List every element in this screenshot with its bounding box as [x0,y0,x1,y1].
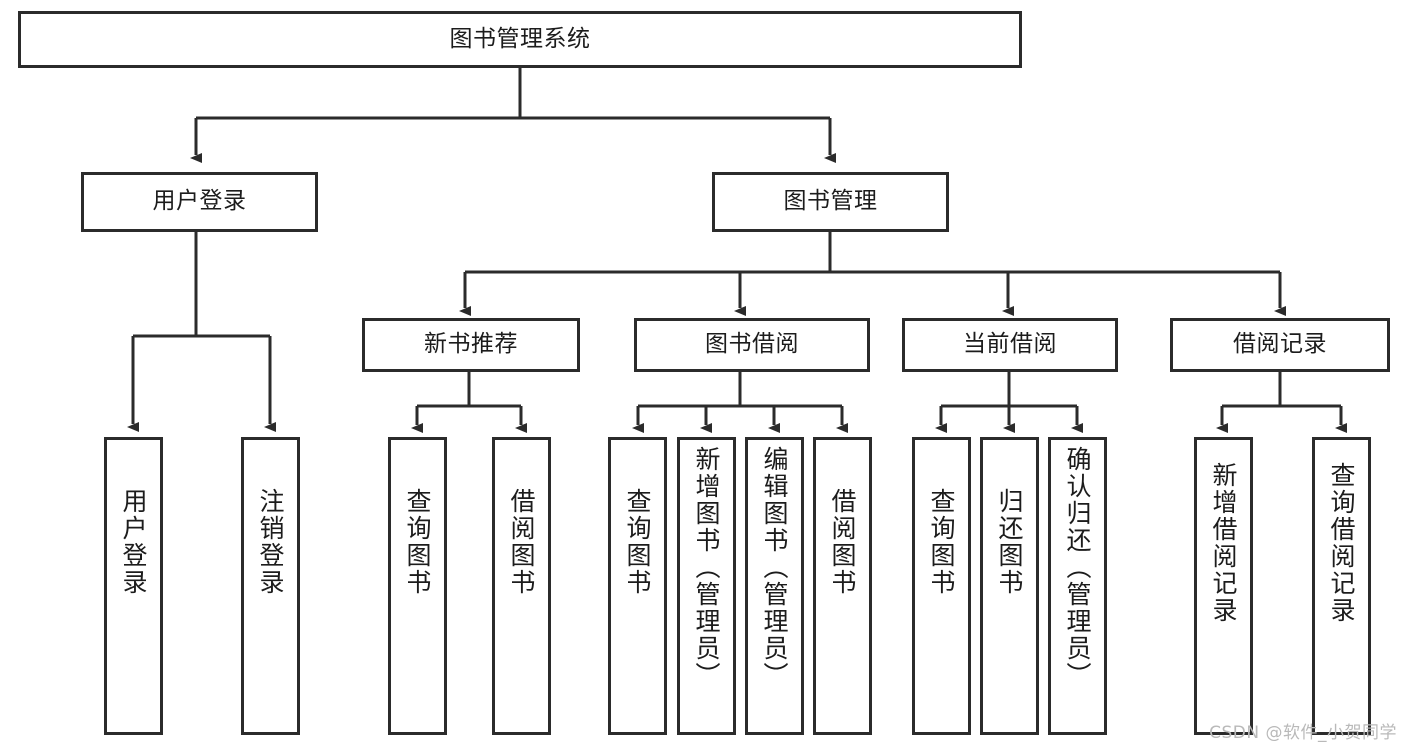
node-leaf-return-book-label: 归还图书 [995,488,1024,596]
node-leaf-query-book-2-label: 查询图书 [623,488,652,596]
node-book-management-label: 图书管理 [783,188,878,215]
node-leaf-query-book-3-label: 查询图书 [927,488,956,596]
node-new-book-recommend-label: 新书推荐 [424,331,518,358]
node-user-login[interactable]: 用户登录 [81,172,318,232]
node-borrow-record[interactable]: 借阅记录 [1170,318,1390,372]
node-leaf-query-book-1-label: 查询图书 [403,488,432,596]
node-root-label: 图书管理系统 [449,25,591,52]
node-leaf-confirm-return[interactable]: 确认归还（管理员） [1048,437,1107,735]
node-leaf-add-borrow-record[interactable]: 新增借阅记录 [1194,437,1253,735]
node-leaf-query-borrow-record[interactable]: 查询借阅记录 [1312,437,1371,735]
node-leaf-return-book[interactable]: 归还图书 [980,437,1039,735]
node-book-borrow[interactable]: 图书借阅 [634,318,870,372]
node-leaf-logout[interactable]: 注销登录 [241,437,300,735]
node-current-borrow[interactable]: 当前借阅 [902,318,1118,372]
node-leaf-query-borrow-record-label: 查询借阅记录 [1327,462,1356,624]
node-root[interactable]: 图书管理系统 [18,11,1022,68]
node-user-login-label: 用户登录 [152,188,247,215]
node-leaf-query-book-3[interactable]: 查询图书 [912,437,971,735]
watermark: CSDN @软件_小贺同学 [1209,723,1397,743]
node-borrow-record-label: 借阅记录 [1233,331,1327,358]
node-leaf-borrow-book-2[interactable]: 借阅图书 [813,437,872,735]
node-leaf-logout-label: 注销登录 [256,488,285,596]
node-book-borrow-label: 图书借阅 [705,331,799,358]
node-current-borrow-label: 当前借阅 [963,331,1057,358]
node-leaf-query-book-2[interactable]: 查询图书 [608,437,667,735]
node-leaf-edit-book-label: 编辑图书（管理员） [760,446,789,689]
node-book-management[interactable]: 图书管理 [712,172,949,232]
node-leaf-confirm-return-label: 确认归还（管理员） [1063,446,1092,689]
node-leaf-borrow-book-2-label: 借阅图书 [828,488,857,596]
node-leaf-add-borrow-record-label: 新增借阅记录 [1209,462,1238,624]
node-leaf-user-login[interactable]: 用户登录 [104,437,163,735]
node-new-book-recommend[interactable]: 新书推荐 [362,318,580,372]
node-leaf-add-book-label: 新增图书（管理员） [692,446,721,689]
node-leaf-user-login-label: 用户登录 [119,488,148,596]
node-leaf-borrow-book-1-label: 借阅图书 [507,488,536,596]
node-leaf-add-book[interactable]: 新增图书（管理员） [677,437,736,735]
node-leaf-query-book-1[interactable]: 查询图书 [388,437,447,735]
node-leaf-borrow-book-1[interactable]: 借阅图书 [492,437,551,735]
node-leaf-edit-book[interactable]: 编辑图书（管理员） [745,437,804,735]
